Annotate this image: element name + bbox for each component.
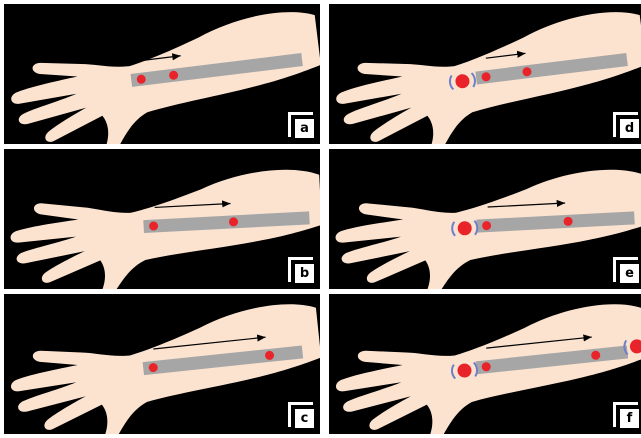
panel-b: b (4, 149, 320, 289)
panel-label: c (295, 409, 314, 428)
panel-label-tag: a (288, 112, 314, 138)
arm-group (5, 8, 320, 144)
panel-label: a (295, 119, 314, 138)
panel-label-tag: f (613, 402, 639, 428)
arm-group (333, 168, 641, 289)
arm-illustration (4, 149, 320, 289)
arm-illustration (329, 149, 641, 289)
panel-label: f (620, 409, 639, 428)
arm-group (8, 168, 320, 289)
panel-a: a (4, 4, 320, 144)
arm-illustration (4, 294, 320, 434)
panel-f: f (329, 294, 641, 434)
arm-group (330, 8, 641, 144)
panel-label-tag: e (613, 257, 639, 283)
panel-label: e (620, 264, 639, 283)
arm-group (5, 301, 320, 434)
arm-illustration (329, 294, 641, 434)
panel-label: d (620, 119, 639, 138)
arm-illustration (4, 4, 320, 144)
arm-group (330, 300, 641, 434)
panel-c: c (4, 294, 320, 434)
panel-d: d (329, 4, 641, 144)
panel-label: b (295, 264, 314, 283)
arm-illustration (329, 4, 641, 144)
panel-label-tag: c (288, 402, 314, 428)
panel-e: e (329, 149, 641, 289)
panel-label-tag: d (613, 112, 639, 138)
panel-label-tag: b (288, 257, 314, 283)
